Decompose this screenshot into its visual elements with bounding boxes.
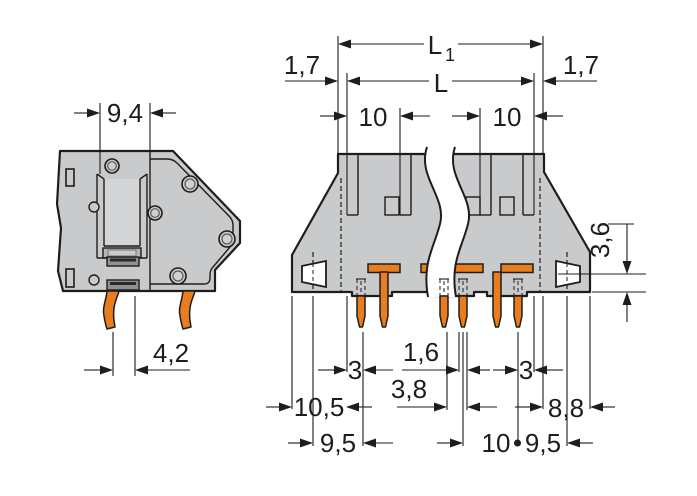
dim-label-8-8: 8,8 [548, 393, 584, 423]
side-view [55, 149, 242, 330]
side-view-dimensions: 9,4 4,2 [74, 98, 190, 376]
dimension-chain-dot [514, 439, 521, 447]
dim-label-L1-sub: 1 [445, 45, 455, 65]
dim-label-10-top-right: 10 [493, 102, 522, 132]
break-edge-left [424, 146, 443, 298]
side-view-pivot-top [88, 201, 100, 213]
dim-label-10-bottom: 10 [482, 428, 511, 458]
dim-label-9-4: 9,4 [107, 98, 143, 128]
front-view [290, 73, 592, 328]
front-view-solder-pins [356, 271, 523, 328]
side-view-pivot-bottom [88, 274, 100, 286]
side-view-edge-slot-bottom [65, 268, 75, 288]
mount-opening-left [301, 259, 327, 289]
side-view-body [55, 149, 242, 293]
dim-label-1-7-right: 1,7 [563, 50, 599, 80]
dim-label-1-6: 1,6 [403, 337, 439, 367]
break-edge-right [452, 146, 471, 298]
dim-label-9-5-right: 9,5 [525, 428, 561, 458]
dim-label-10-5: 10,5 [294, 392, 345, 422]
dim-label-3-6: 3,6 [585, 222, 615, 258]
dim-label-9-5-left: 9,5 [320, 428, 356, 458]
dim-label-4-2: 4,2 [153, 338, 189, 368]
dim-label-3-right: 3 [519, 355, 533, 385]
dim-label-L: L [434, 68, 448, 98]
side-view-edge-slot-top [65, 168, 75, 187]
side-view-solder-pin-right [178, 290, 196, 330]
break-band [424, 147, 470, 297]
dim-label-L1-base: L [428, 30, 442, 60]
front-view-dimensions: L 1 L 1,7 1,7 10 10 [266, 30, 646, 458]
side-view-solder-pin-left [102, 290, 120, 330]
dim-label-3-left: 3 [348, 355, 362, 385]
dim-label-10-top-left: 10 [359, 102, 388, 132]
side-view-clamp-slot [88, 173, 148, 291]
side-view-bosses [104, 158, 236, 285]
front-view-pole-channels [346, 73, 535, 216]
dim-label-1-7-left: 1,7 [284, 50, 320, 80]
dim-label-3-8: 3,8 [391, 374, 427, 404]
